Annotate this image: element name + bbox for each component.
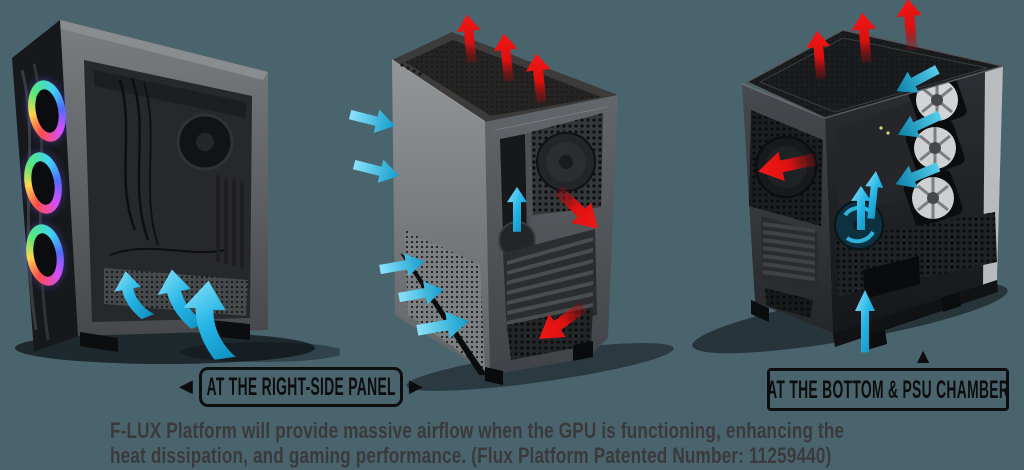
label-bottom-psu-text: AT THE BOTTOM & PSU CHAMBER — [766, 374, 1010, 403]
label-right-side-panel: AT THE RIGHT-SIDE PANEL — [198, 367, 403, 407]
label-bottom-psu: AT THE BOTTOM & PSU CHAMBER — [767, 368, 1009, 411]
callout-right-side-panel: ◀ AT THE RIGHT-SIDE PANEL ▶ — [179, 367, 423, 407]
caption-line2: heat dissipation, and gaming performance… — [110, 442, 832, 468]
up-pointer-icon: ▲ — [917, 346, 930, 365]
pc-case-interior-view — [692, 0, 1008, 354]
pc-case-rear-view — [347, 15, 674, 391]
caption-line1: F-LUX Platform will provide massive airf… — [110, 418, 845, 443]
label-right-side-panel-text: AT THE RIGHT-SIDE PANEL — [206, 372, 396, 401]
left-pointer-icon: ◀ — [179, 376, 193, 397]
right-pointer-icon: ▶ — [408, 376, 423, 397]
case-shadow — [406, 343, 674, 391]
intake-arrow-icon — [347, 103, 399, 138]
caption: F-LUX Platform will provide massive airf… — [110, 418, 1024, 468]
